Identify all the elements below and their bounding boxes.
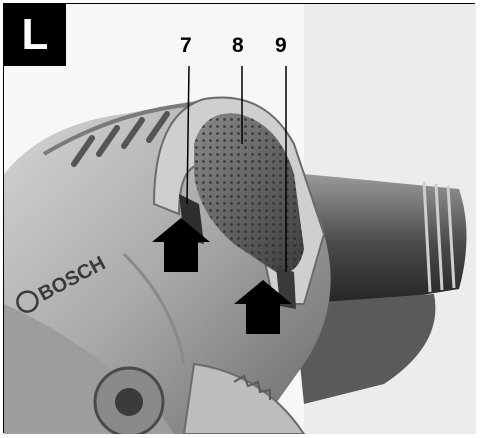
- guard-fins: [71, 111, 170, 167]
- guard-top-ridge: [42, 102, 195, 156]
- motor-ribs: [422, 181, 456, 293]
- motor-lower-body: [294, 294, 436, 404]
- blade-teeth: [233, 374, 271, 400]
- arrow-up-icon-right: [234, 280, 292, 334]
- callout-9: 9: [275, 34, 287, 57]
- figure-label: L: [4, 4, 66, 66]
- leader-line-7: [186, 65, 190, 205]
- guard-groove: [122, 252, 186, 365]
- callout-8: 8: [232, 34, 244, 57]
- callout-7: 7: [180, 34, 192, 57]
- brand-logo-ring: [16, 290, 39, 313]
- circular-saw-illustration: BOSCH: [4, 4, 476, 434]
- handle-grip-dots: [194, 113, 304, 274]
- arrow-up-icon-left: [152, 218, 210, 272]
- blade-hub-inner: [115, 388, 143, 416]
- blade-disc: [182, 362, 306, 434]
